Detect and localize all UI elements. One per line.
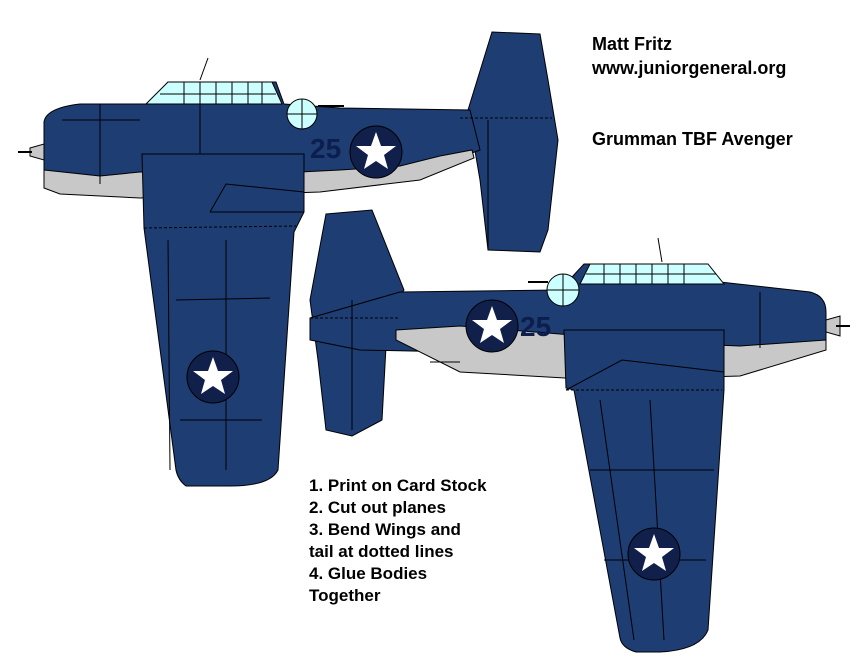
instruction-line: 4. Glue Bodies <box>309 564 428 583</box>
star-icon <box>634 534 674 571</box>
instruction-line: 1. Print on Card Stock <box>309 476 487 495</box>
aircraft-number-lower: 25 <box>520 311 552 342</box>
star-icon <box>356 132 396 169</box>
wing <box>141 153 305 487</box>
star-icon <box>193 357 233 394</box>
wing <box>563 329 725 653</box>
star-icon <box>472 306 512 343</box>
instruction-line: tail at dotted lines <box>309 542 454 561</box>
website-url: www.juniorgeneral.org <box>592 58 787 78</box>
author-name: Matt Fritz <box>592 34 672 54</box>
assembly-instructions: 1. Print on Card Stock 2. Cut out planes… <box>309 475 487 607</box>
aircraft-number-upper: 25 <box>310 133 342 164</box>
instruction-line: Together <box>309 586 381 605</box>
instruction-line: 2. Cut out planes <box>309 498 446 517</box>
instruction-line: 3. Bend Wings and <box>309 520 461 539</box>
tail-fin <box>467 31 559 253</box>
model-title: Grumman TBF Avenger <box>592 129 793 149</box>
